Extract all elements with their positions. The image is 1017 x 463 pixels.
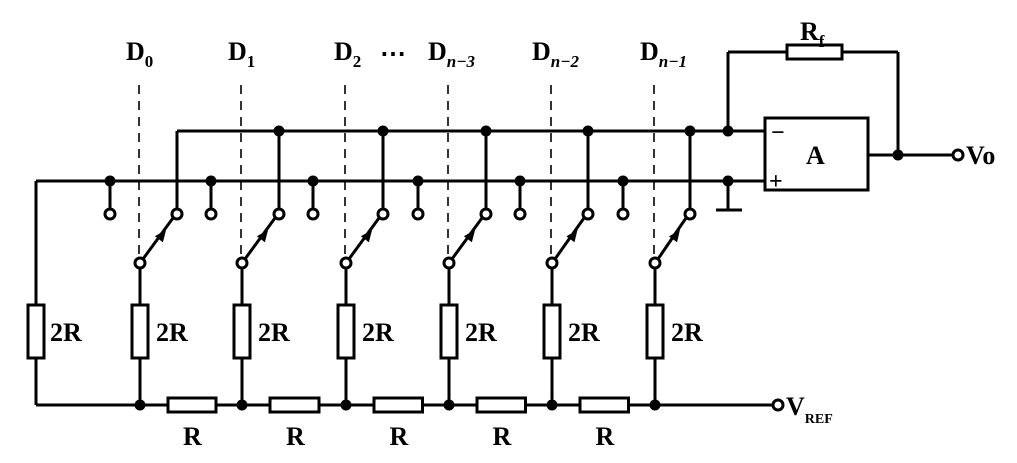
bit-label-5: Dn−1 — [640, 37, 687, 71]
junction-dot — [273, 125, 285, 137]
resistor-2r — [542, 303, 562, 360]
switch-pivot — [235, 256, 249, 270]
resistor-2r-label: 2R — [362, 318, 394, 347]
junction-dot — [134, 399, 146, 411]
switch-pivot — [442, 256, 456, 270]
resistor-r-label: R — [596, 422, 615, 451]
switch-arrow-icon — [360, 229, 373, 243]
resistor-r — [166, 396, 218, 414]
resistor-2r — [439, 303, 459, 360]
junction-dot — [104, 175, 116, 187]
resistor-2r-label: 2R — [671, 318, 703, 347]
amplifier-label: A — [806, 141, 825, 170]
junction-dot — [514, 175, 526, 187]
switch-contact — [170, 207, 184, 221]
junction-dot — [340, 399, 352, 411]
resistor-r — [475, 396, 527, 414]
switch-arrow-icon — [463, 229, 476, 243]
switch-pivot — [648, 256, 662, 270]
noninverting-input-sign: + — [769, 169, 783, 195]
junction-dot — [546, 399, 558, 411]
junction-dot — [443, 399, 455, 411]
switch-contact — [411, 207, 425, 221]
feedback-resistor — [785, 43, 844, 61]
switch-contact — [103, 207, 117, 221]
junction-dot — [722, 125, 734, 137]
inverting-input-sign: − — [771, 120, 785, 146]
reference-voltage-label: VREF — [786, 392, 833, 427]
resistor-r-label: R — [286, 422, 305, 451]
bit-label-1: D1 — [228, 37, 255, 71]
resistor-r — [268, 396, 321, 414]
junction-dot — [649, 399, 661, 411]
resistor-2r — [645, 303, 665, 360]
switch-contact — [376, 207, 390, 221]
labels: Rf A − + Vo VREF ⋯ 2R 2R D0R 2R D1R 2R D2R 2R Dn… — [50, 17, 995, 451]
bit-label-4: Dn−2 — [532, 37, 580, 71]
bit-label-0: D0 — [126, 37, 153, 71]
bit-label-3: Dn−3 — [428, 37, 476, 71]
resistor-2r — [232, 303, 252, 360]
junction-dot — [892, 149, 904, 161]
feedback-resistor-label: Rf — [800, 17, 825, 51]
junction-dot — [722, 175, 734, 187]
resistor-2r-label: 2R — [156, 318, 188, 347]
resistor-2r — [336, 303, 356, 360]
resistor-2r-label: 2R — [258, 318, 290, 347]
resistor-r-label: R — [390, 422, 409, 451]
switch-pivot — [545, 256, 559, 270]
junction-dot — [480, 125, 492, 137]
switch-contact — [479, 207, 493, 221]
junction-dot — [617, 175, 629, 187]
switch-arrow-icon — [256, 229, 269, 243]
resistor-2r-label: 2R — [50, 318, 82, 347]
junction-dot — [684, 125, 696, 137]
resistor-r-label: R — [493, 422, 512, 451]
resistor-r — [578, 396, 630, 414]
components — [26, 43, 965, 414]
ellipsis: ⋯ — [380, 39, 406, 68]
junction-dot — [412, 175, 424, 187]
resistor-r-label: R — [183, 422, 202, 451]
switch-arrow-icon — [668, 229, 680, 243]
bit-label-2: D2 — [334, 37, 361, 71]
resistor-r — [372, 396, 424, 414]
op-amp-body — [763, 116, 870, 192]
switch-arrow-icon — [566, 229, 578, 243]
reference-terminal — [771, 398, 785, 412]
switch-contact — [204, 207, 218, 221]
switch-contact — [306, 207, 320, 221]
switch-contact — [581, 207, 595, 221]
switch-contact — [683, 207, 697, 221]
switch-pivot — [339, 256, 353, 270]
resistor-2r — [130, 303, 150, 360]
resistor-2r-label: 2R — [465, 318, 497, 347]
junction-dot — [582, 125, 594, 137]
resistor-2r-label: 2R — [568, 318, 600, 347]
junction-dot — [307, 175, 319, 187]
resistor-2r — [26, 303, 46, 360]
output-label: Vo — [966, 141, 995, 170]
switch-contact — [513, 207, 527, 221]
switch-contact — [272, 207, 286, 221]
switch-arrow-icon — [154, 229, 167, 243]
output-terminal — [951, 148, 965, 162]
junction-dot — [205, 175, 217, 187]
junction-dot — [236, 399, 248, 411]
junction-dot — [377, 125, 389, 137]
switch-pivot — [133, 256, 147, 270]
wires — [34, 50, 953, 407]
switch-contact — [616, 207, 630, 221]
